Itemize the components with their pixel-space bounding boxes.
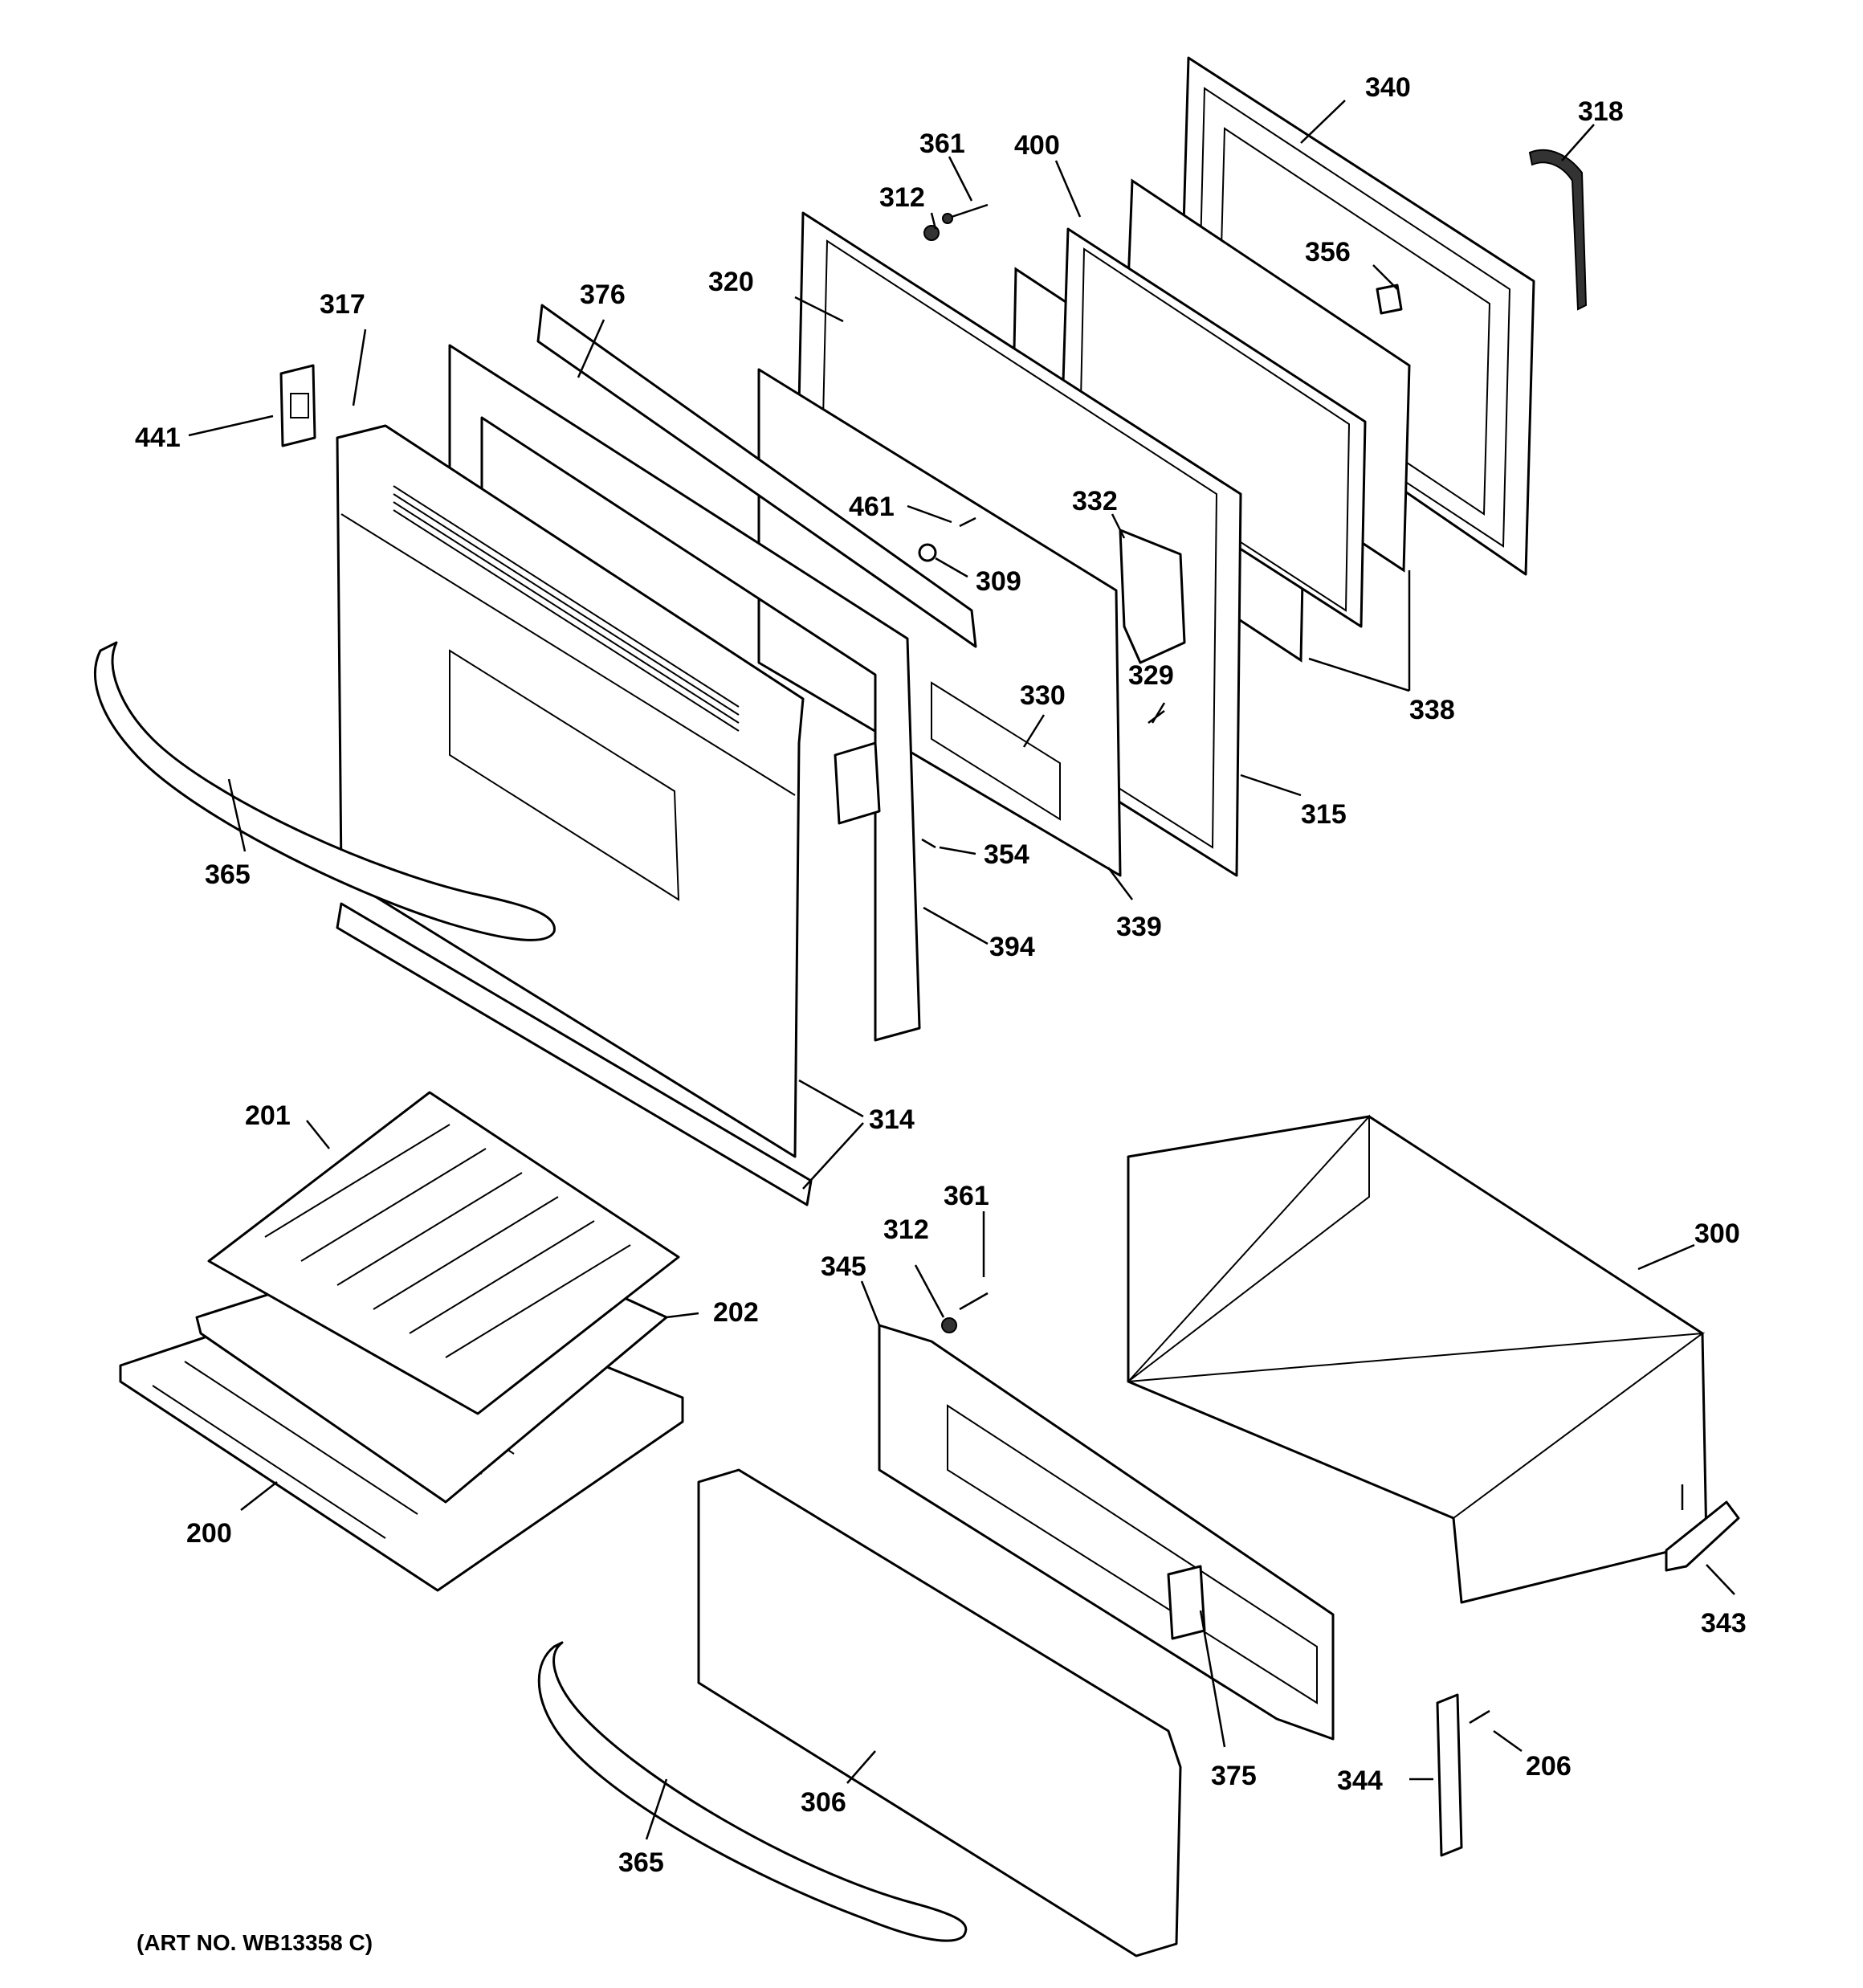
- callout-206: 206: [1526, 1751, 1572, 1782]
- callout-400: 400: [1014, 130, 1060, 161]
- nut-312-upper: [923, 225, 940, 241]
- callout-201: 201: [245, 1100, 291, 1131]
- callout-344: 344: [1337, 1766, 1383, 1796]
- drawer-front-panel-306: [697, 1468, 1182, 1957]
- callout-375: 375: [1211, 1761, 1257, 1791]
- callout-320: 320: [708, 267, 754, 297]
- hinge-bracket: [834, 741, 881, 825]
- screw-361-upper: [942, 203, 989, 224]
- nut-312-lower: [941, 1317, 957, 1333]
- callout-376: 376: [580, 280, 626, 310]
- nut-309: [918, 543, 937, 562]
- callout-332: 332: [1072, 486, 1118, 516]
- callout-361-drawer: 361: [944, 1181, 989, 1211]
- callout-315: 315: [1301, 799, 1347, 830]
- callout-306: 306: [801, 1787, 846, 1818]
- callout-200: 200: [186, 1518, 232, 1549]
- callout-317: 317: [320, 289, 365, 320]
- vent-slots: [393, 485, 740, 732]
- broiler-grid-201: [207, 1091, 680, 1415]
- callout-365-drawer: 365: [618, 1847, 664, 1878]
- callout-312: 312: [879, 182, 925, 213]
- glass-frame-400: [1060, 227, 1367, 628]
- drawer-body-300: [1127, 1114, 1708, 1604]
- callout-340: 340: [1365, 72, 1411, 103]
- drawer-handle-365: [537, 1641, 968, 1942]
- callout-394: 394: [989, 932, 1035, 962]
- callout-365-door: 365: [205, 859, 251, 890]
- screw-206: [1469, 1709, 1490, 1725]
- callout-441: 441: [135, 423, 181, 453]
- callout-339: 339: [1116, 912, 1162, 942]
- callout-343: 343: [1701, 1608, 1747, 1639]
- callout-338: 338: [1409, 695, 1455, 725]
- callout-329: 329: [1128, 660, 1174, 691]
- callout-361: 361: [919, 129, 965, 159]
- callout-318: 318: [1578, 96, 1624, 127]
- callout-345: 345: [821, 1251, 866, 1282]
- grid-slots: [264, 1124, 631, 1358]
- art-number: (ART NO. WB13358 C): [137, 1930, 373, 1955]
- screw-361-lower: [959, 1292, 989, 1311]
- drawer-bracket-375: [1167, 1565, 1206, 1640]
- callout-461: 461: [849, 492, 895, 522]
- leader-lines: [188, 100, 1735, 1840]
- hinge-clip-356: [1376, 284, 1403, 315]
- callout-356: 356: [1305, 237, 1351, 267]
- callout-330: 330: [1020, 680, 1066, 711]
- callout-300: 300: [1694, 1219, 1740, 1249]
- callout-314: 314: [869, 1104, 915, 1135]
- door-handle-365: [94, 641, 556, 941]
- door-top-trim-376: [536, 304, 977, 648]
- screw-354: [921, 838, 936, 849]
- insulation-block-332: [1119, 529, 1186, 664]
- callout-312-drawer: 312: [883, 1214, 929, 1245]
- callout-354: 354: [984, 839, 1029, 870]
- drawer-rail-344: [1436, 1693, 1463, 1857]
- drawer-glide-343: [1665, 1484, 1740, 1572]
- drawer-front-frame-345: [878, 1324, 1335, 1741]
- door-bottom-trim-314: [336, 902, 813, 1206]
- screw-461: [959, 516, 976, 528]
- callout-309: 309: [976, 566, 1021, 597]
- callout-labels: 340 318 400 361 312 356 320 376 317 441 …: [135, 72, 1747, 1878]
- callout-202: 202: [713, 1297, 759, 1328]
- door-gasket-318: [1528, 149, 1588, 311]
- latch-bracket-441: [279, 364, 316, 447]
